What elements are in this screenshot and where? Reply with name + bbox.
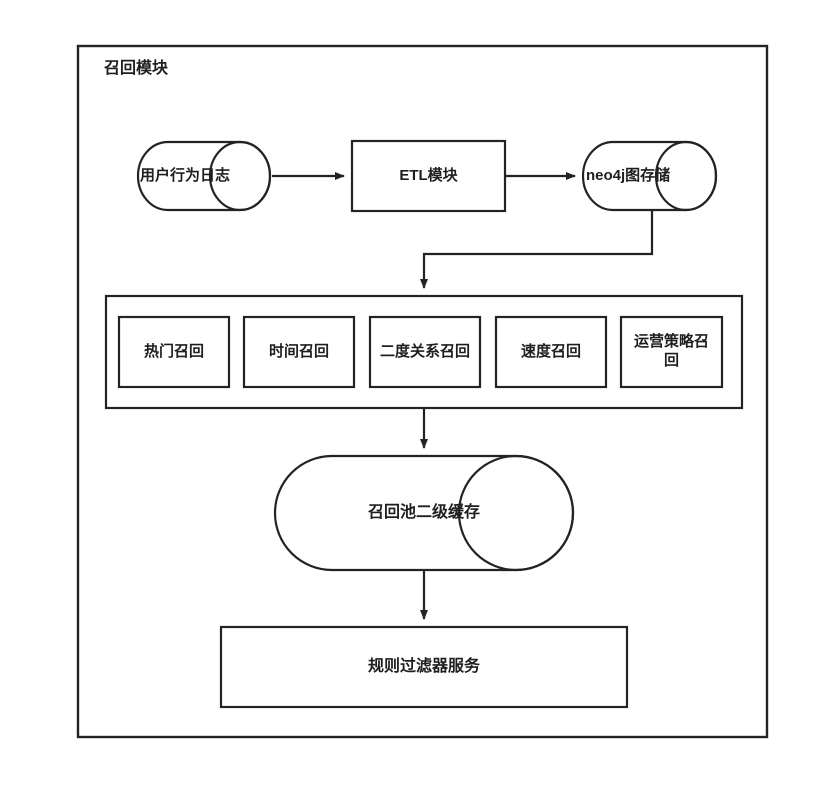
node-rule-filter-service[interactable] (219, 625, 629, 709)
node-second-degree-relation-recall[interactable] (368, 315, 482, 389)
node-speed-recall[interactable] (494, 315, 608, 389)
cylinder-end-ellipse (208, 140, 272, 212)
cylinder-end-ellipse (654, 140, 718, 212)
node-etl-module[interactable] (350, 139, 507, 213)
node-recall-pool-l2-cache[interactable] (273, 454, 575, 572)
node-operation-strategy-recall[interactable] (619, 315, 724, 389)
node-time-recall[interactable] (242, 315, 356, 389)
recall-module-container (76, 44, 769, 739)
node-hot-recall[interactable] (117, 315, 231, 389)
cylinder-end-ellipse (457, 454, 575, 572)
edge-neo4j-to-recall-group (420, 210, 654, 289)
node-neo4j-graph-store[interactable] (581, 140, 718, 212)
node-user-behavior-log[interactable] (136, 140, 272, 212)
